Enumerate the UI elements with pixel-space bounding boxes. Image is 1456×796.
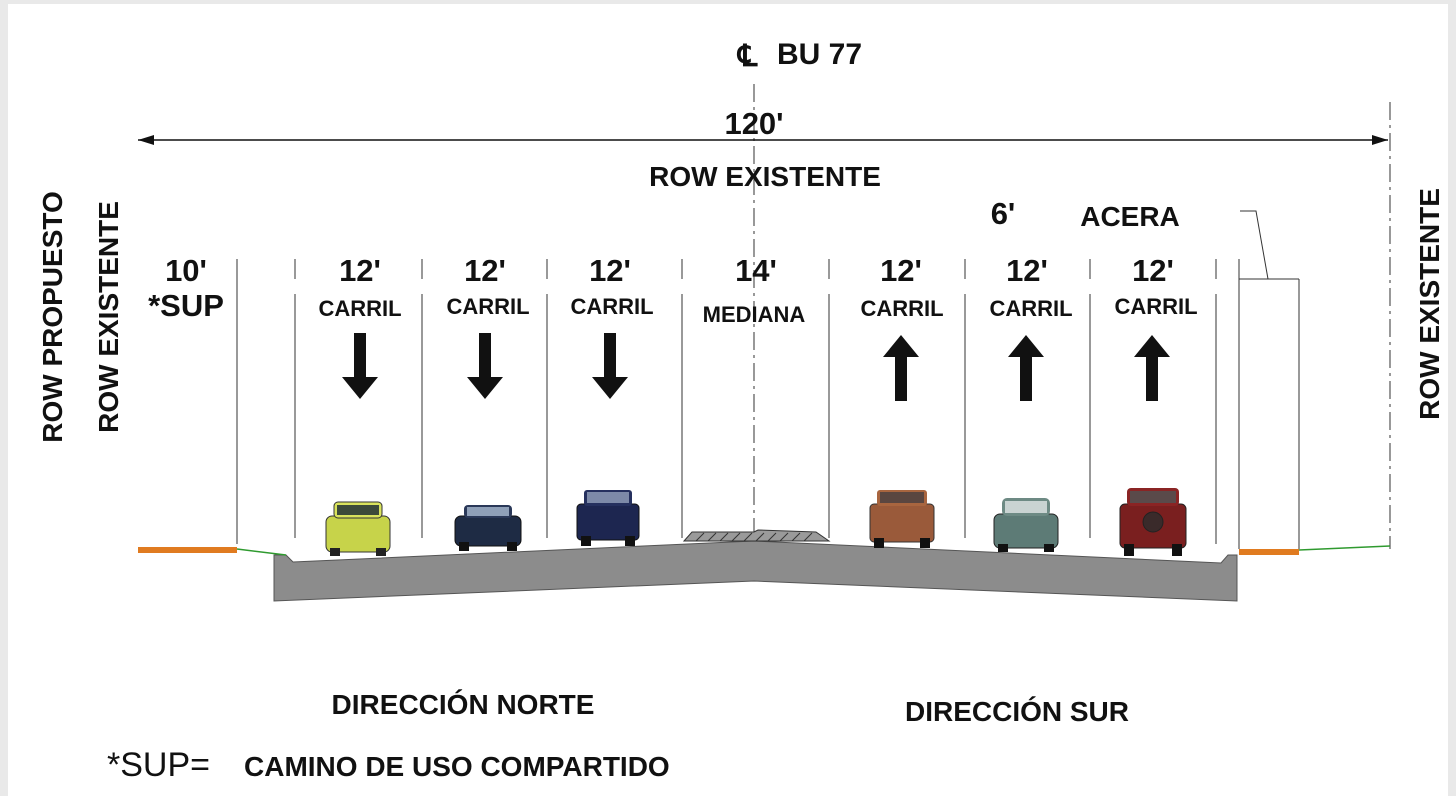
lane-label: CARRIL: [446, 294, 529, 319]
sidewalk-width: 6': [991, 196, 1016, 231]
teal-hatchback-icon: [993, 498, 1059, 552]
sup-zone: 10' *SUP: [148, 253, 238, 544]
dimension-arrow-right-icon: [1372, 135, 1388, 145]
cross-section-drawing: ℄ BU 77 120' ROW EXISTENTE ROW PROPUESTO…: [37, 38, 1445, 784]
lane-7: 12' CARRIL: [1114, 253, 1198, 401]
sidewalk-surface: [1239, 549, 1299, 555]
grass-right: [1298, 545, 1391, 551]
sidewalk-label: ACERA: [1080, 201, 1180, 232]
arrow-down-icon: [592, 333, 628, 399]
red-suv-icon: [1119, 488, 1187, 556]
lane-width: 12': [1132, 253, 1174, 288]
arrow-down-icon: [342, 333, 378, 399]
centerline-symbol: ℄: [736, 40, 758, 73]
sidewalk-leader-line: [1240, 210, 1269, 280]
lane-label: CARRIL: [989, 296, 1072, 321]
lane-width: 12': [589, 253, 631, 288]
row-existing-top-label: ROW EXISTENTE: [649, 161, 881, 192]
direction-south-label: DIRECCIÓN SUR: [905, 696, 1129, 727]
median-curb: [682, 529, 831, 542]
arrow-up-icon: [1008, 335, 1044, 401]
dimension-arrow-left-icon: [138, 135, 154, 145]
arrow-up-icon: [1134, 335, 1170, 401]
lane-2: 12' CARRIL: [446, 253, 530, 399]
median-label: MEDIANA: [703, 302, 806, 327]
lane-label: CARRIL: [1114, 294, 1197, 319]
direction-north-label: DIRECCIÓN NORTE: [332, 689, 595, 720]
centerline-label: BU 77: [777, 38, 862, 71]
lane-5: 12' CARRIL: [860, 253, 944, 401]
median-hatch: [695, 532, 813, 542]
row-existing-right-label-text: ROW EXISTENTE: [1414, 188, 1445, 420]
footnote-text: CAMINO DE USO COMPARTIDO: [244, 751, 670, 782]
lane-dividers: [294, 259, 1300, 549]
brown-pickup-icon: [869, 490, 935, 548]
median-width: 14': [735, 253, 777, 288]
pavement-body: [273, 540, 1238, 602]
lane-width: 12': [1006, 253, 1048, 288]
median: 14' MEDIANA: [703, 253, 806, 327]
lane-6: 12' CARRIL: [989, 253, 1073, 401]
arrow-up-icon: [883, 335, 919, 401]
grass-left: [236, 548, 287, 556]
lane-label: CARRIL: [860, 296, 943, 321]
lane-width: 12': [339, 253, 381, 288]
pavement-section: [138, 529, 1391, 602]
centerline-mark: ℄ BU 77: [736, 38, 862, 544]
sup-label: *SUP: [148, 288, 224, 323]
dark-blue-sedan-icon: [454, 505, 522, 551]
lane-label: CARRIL: [318, 296, 401, 321]
overall-dimension: 120' ROW EXISTENTE: [138, 106, 1388, 192]
lane-3: 12' CARRIL: [570, 253, 654, 399]
lane-1: 12' CARRIL: [318, 253, 402, 399]
lane-label: CARRIL: [570, 294, 653, 319]
row-proposed-label: ROW PROPUESTO: [37, 191, 68, 443]
arrow-down-icon: [467, 333, 503, 399]
total-width-label: 120': [724, 106, 783, 141]
yellow-suv-icon: [325, 501, 391, 556]
row-existing-left-label: ROW EXISTENTE: [93, 201, 124, 433]
sup-width-label: 10': [165, 253, 207, 288]
sidewalk-zone: 6' ACERA: [991, 196, 1299, 280]
cross-section-diagram: ℄ BU 77 120' ROW EXISTENTE ROW PROPUESTO…: [8, 4, 1448, 796]
lane-width: 12': [464, 253, 506, 288]
lane-width: 12': [880, 253, 922, 288]
navy-pickup-icon: [576, 490, 640, 546]
footnote-key: *SUP=: [107, 746, 210, 784]
sup-surface-left: [138, 547, 237, 553]
